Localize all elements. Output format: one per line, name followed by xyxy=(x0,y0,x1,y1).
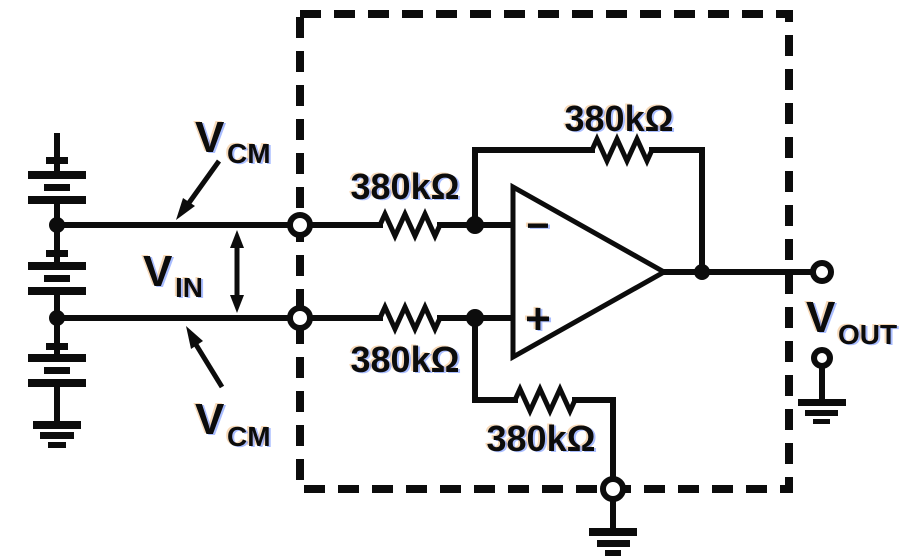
ground-resistor-branch xyxy=(472,315,616,532)
wire-segment xyxy=(572,397,616,482)
signal-name: V xyxy=(806,293,836,342)
vcm-bottom-arrow xyxy=(186,326,225,389)
battery-plate-icon xyxy=(44,367,70,374)
signal-name: V xyxy=(195,395,225,444)
resistor-value-input-top: 380kΩ xyxy=(351,166,460,207)
battery-plate-icon xyxy=(28,379,86,387)
signal-subscript: CM xyxy=(227,138,271,169)
ground-bar-icon xyxy=(798,399,846,406)
battery-plate-icon xyxy=(28,171,86,179)
opamp-inverting-input-label: − xyxy=(526,204,549,248)
resistor-value-input-bottom: 380kΩ xyxy=(351,339,460,380)
input-terminal-bottom xyxy=(287,305,313,331)
ground-terminal-bottom xyxy=(600,476,626,502)
output-ground-reference xyxy=(798,347,846,424)
junction-dot xyxy=(466,216,484,234)
output-ground-terminal xyxy=(811,347,833,369)
ground-bar-icon xyxy=(805,410,838,416)
battery-plate-icon xyxy=(28,287,86,295)
ground-bar-icon xyxy=(48,442,66,448)
ground-symbol-bottom xyxy=(589,528,637,556)
arrowhead-icon xyxy=(176,198,195,220)
arrowhead-icon xyxy=(230,230,244,248)
vcm-top-arrow xyxy=(176,159,222,220)
ground-bar-icon xyxy=(605,550,621,556)
arrowhead-icon xyxy=(186,326,203,349)
junction-dot xyxy=(466,309,484,327)
wire-segment xyxy=(472,315,518,403)
battery-plate-icon xyxy=(46,343,68,350)
resistor-value-ground: 380kΩ xyxy=(487,418,596,459)
signal-name: V xyxy=(195,113,225,162)
battery-stack xyxy=(28,133,86,426)
ground-bar-icon xyxy=(589,528,637,536)
battery-plate-icon xyxy=(46,250,68,257)
signal-subscript: IN xyxy=(175,272,203,303)
resistor-input-bottom xyxy=(377,300,443,336)
ground-bar-icon xyxy=(40,432,74,439)
vcm-top-label: V CM xyxy=(195,113,271,169)
opamp-noninverting-input-label: + xyxy=(525,295,551,344)
battery-plate-icon xyxy=(44,275,70,282)
output-terminal xyxy=(810,260,834,284)
junction-dot xyxy=(49,310,65,326)
ground-symbol-left xyxy=(33,421,81,448)
wire-segment xyxy=(472,147,595,228)
vcm-bottom-label: V CM xyxy=(195,395,271,452)
amplifier-boundary-box xyxy=(296,10,793,493)
junction-dot xyxy=(49,217,65,233)
wire-segment xyxy=(649,147,705,275)
battery-plate-icon xyxy=(44,184,70,191)
signal-name: V xyxy=(143,247,173,296)
feedback-network xyxy=(472,132,705,275)
vin-label: V IN xyxy=(143,247,203,303)
battery-plate-icon xyxy=(28,196,86,204)
resistor-value-feedback: 380kΩ xyxy=(565,98,674,139)
ground-bar-icon xyxy=(33,421,81,429)
resistor-ground xyxy=(512,382,578,418)
vout-label: V OUT xyxy=(806,293,897,350)
vin-span-arrow xyxy=(230,230,244,313)
resistor-input-top xyxy=(377,207,443,243)
opamp: − + xyxy=(510,182,670,362)
junction-dot xyxy=(694,264,710,280)
input-wire-top xyxy=(54,207,516,243)
signal-subscript: OUT xyxy=(838,319,897,350)
input-wire-bottom xyxy=(54,300,516,336)
arrowhead-icon xyxy=(230,295,244,313)
ground-bar-icon xyxy=(813,419,830,424)
battery-plate-icon xyxy=(28,354,86,362)
signal-subscript: CM xyxy=(227,421,271,452)
ground-bar-icon xyxy=(597,540,630,547)
opamp-triangle-icon xyxy=(510,182,670,362)
battery-plate-icon xyxy=(28,262,86,270)
input-terminal-top xyxy=(287,212,313,238)
resistor-feedback xyxy=(589,132,655,168)
battery-plate-icon xyxy=(46,157,68,164)
